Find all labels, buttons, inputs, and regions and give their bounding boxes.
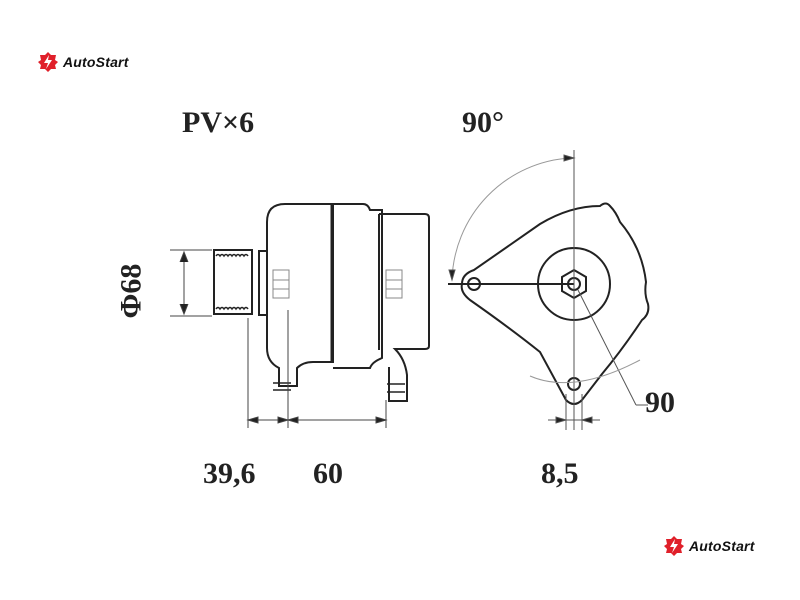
- housing-outline: [460, 202, 650, 405]
- angle-label: 90°: [462, 106, 504, 139]
- housing-middle: [333, 203, 383, 369]
- belt-type-label: PV×6: [182, 106, 255, 139]
- side-view: [170, 203, 430, 428]
- brand-gear-icon: [38, 52, 58, 72]
- hole-dimension-label: 8,5: [541, 457, 579, 490]
- rear-cover: [379, 213, 430, 402]
- pulley: [213, 249, 253, 315]
- flange: [258, 250, 268, 316]
- pulley-diameter-label: Φ68: [114, 263, 148, 319]
- flange-dimension-label: 39,6: [203, 457, 256, 490]
- brand-gear-icon: [664, 536, 684, 556]
- brand-logo-top: AutoStart: [38, 52, 129, 72]
- front-view: [448, 150, 650, 430]
- brand-name: AutoStart: [63, 54, 129, 70]
- brand-logo-bottom: AutoStart: [664, 536, 755, 556]
- housing-front: [266, 203, 334, 387]
- brand-name: AutoStart: [689, 538, 755, 554]
- mount-dimension-label: 60: [313, 457, 343, 490]
- radius-dimension-label: 90: [645, 386, 675, 419]
